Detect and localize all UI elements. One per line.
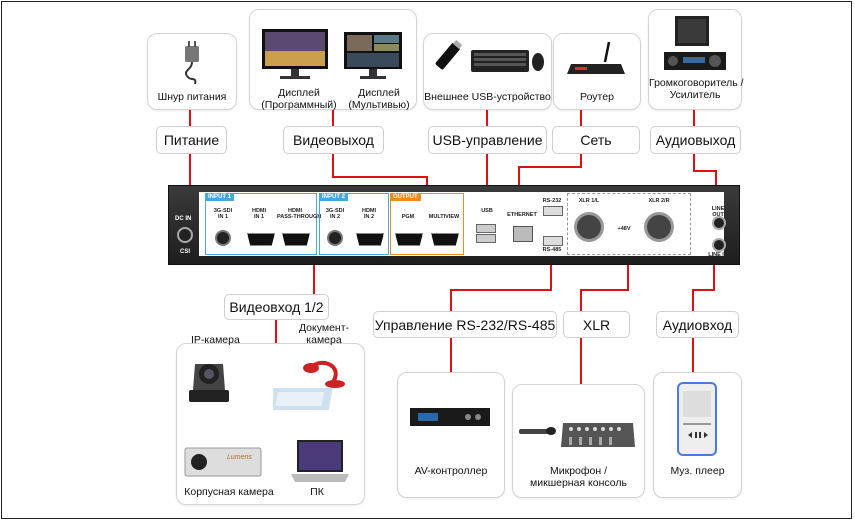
mic-mixer-card: Микрофон / микшерная консоль bbox=[512, 384, 645, 498]
label-power: Питание bbox=[156, 126, 227, 154]
line-out-port bbox=[712, 216, 726, 230]
label-audio-in: Аудиовход bbox=[656, 311, 739, 338]
usb-port-1 bbox=[476, 224, 496, 233]
usb-label: USB bbox=[481, 208, 493, 214]
xlr2-label: XLR 2/R bbox=[648, 198, 670, 204]
document-camera-icon bbox=[273, 360, 345, 410]
mic-mixer-caption: Микрофон / микшерная консоль bbox=[530, 465, 627, 489]
multiview-port bbox=[431, 233, 459, 246]
line-out-label: LINE OUT bbox=[711, 206, 725, 218]
output-tag: OUTPUT bbox=[390, 193, 421, 201]
hdmi2-port bbox=[356, 233, 384, 246]
usb-device-caption: Внешнее USB-устройство bbox=[424, 91, 551, 103]
csi-label: CSI bbox=[180, 249, 191, 255]
speaker-caption: Громкоговоритель / Усилитель bbox=[649, 77, 744, 101]
rs232-label: RS-232 bbox=[542, 198, 562, 204]
power-plug-icon bbox=[185, 41, 199, 84]
av-controller-caption: AV-контроллер bbox=[414, 465, 488, 477]
input1-tag: INPUT 1 bbox=[205, 193, 235, 201]
music-player-card: Муз. плеер bbox=[653, 372, 742, 498]
ip-camera-caption: IP-камера bbox=[191, 334, 240, 346]
hdmi1-port bbox=[247, 233, 275, 246]
multiview-label: MULTIVIEW bbox=[428, 214, 460, 220]
sdi1-label: 3G-SDI IN 1 bbox=[213, 208, 233, 220]
cameras-card: Lumens IP-камера Документ- камера Корпус… bbox=[176, 322, 365, 505]
doc-camera-caption: Документ- камера bbox=[298, 322, 350, 346]
ptz-camera-icon bbox=[189, 364, 229, 402]
amplifier-icon bbox=[664, 52, 726, 70]
xlr1-port bbox=[574, 212, 604, 242]
switcher-rear-panel: DC IN CSI INPUT 1 3G-SDI IN 1 HDMI IN 1 … bbox=[168, 185, 740, 265]
hdmi-pass-port bbox=[282, 233, 310, 246]
label-usb-control: USB-управление bbox=[428, 126, 547, 154]
xlr2-port bbox=[644, 212, 674, 242]
label-audio-out: Аудиовыход bbox=[650, 126, 741, 154]
power-cord-caption: Шнур питания bbox=[157, 91, 227, 103]
ethernet-port bbox=[513, 226, 533, 242]
keyboard-icon bbox=[471, 50, 544, 72]
av-controller-card: AV-контроллер bbox=[397, 372, 505, 498]
rs485-label: RS-485 bbox=[542, 247, 562, 253]
input2-tag: INPUT 2 bbox=[319, 193, 349, 201]
line-in-label: LINE IN bbox=[708, 252, 728, 258]
speaker-card: Громкоговоритель / Усилитель bbox=[648, 9, 744, 110]
phantom-label-1: +48V bbox=[617, 226, 631, 232]
monitor-icon bbox=[344, 32, 402, 79]
input1-group bbox=[205, 193, 317, 255]
usb-port-2 bbox=[476, 234, 496, 243]
box-camera-icon bbox=[184, 447, 262, 477]
input2-group bbox=[319, 193, 389, 255]
av-controller-icon bbox=[410, 408, 490, 426]
usb-device-card: Внешнее USB-устройство bbox=[423, 33, 552, 110]
pc-laptop-icon bbox=[291, 440, 349, 482]
router-caption: Роутер bbox=[580, 91, 614, 103]
mixer-console-icon bbox=[561, 423, 635, 447]
phantom-label-2: +48V bbox=[692, 226, 706, 232]
ethernet-label: ETHERNET bbox=[507, 212, 537, 218]
router-icon bbox=[567, 41, 625, 74]
box-camera-caption: Корпусная камера bbox=[184, 486, 274, 498]
sdi1-port bbox=[215, 230, 231, 246]
rs232-port bbox=[543, 206, 563, 216]
display-multiview-caption: Дисплей (Мультивью) bbox=[348, 87, 410, 111]
label-network: Сеть bbox=[552, 126, 640, 154]
dc-in-port bbox=[177, 227, 193, 243]
label-video-out: Видеовыход bbox=[283, 126, 384, 154]
hdmi-pass-label: HDMI PASS-THROUGH bbox=[277, 208, 322, 220]
hdmi2-label: HDMI IN 2 bbox=[361, 208, 377, 220]
microphone-icon bbox=[519, 427, 556, 435]
music-player-icon bbox=[677, 382, 717, 456]
label-xlr: XLR bbox=[563, 311, 630, 338]
display-program-caption: Дисплей (Программный) bbox=[261, 87, 337, 111]
xlr1-label: XLR 1/L bbox=[578, 198, 600, 204]
usb-stick-icon bbox=[435, 40, 463, 70]
label-rs-control: Управление RS-232/RS-485 bbox=[373, 311, 557, 338]
sdi2-label: 3G-SDI IN 2 bbox=[325, 208, 345, 220]
box-camera-brand: Lumens bbox=[227, 454, 252, 461]
monitor-icon bbox=[262, 29, 328, 79]
speaker-icon bbox=[675, 16, 709, 46]
rs485-port bbox=[543, 236, 563, 246]
label-video-in: Видеовход 1/2 bbox=[224, 294, 329, 320]
dc-in-label: DC IN bbox=[175, 216, 192, 222]
pgm-label: PGM bbox=[401, 214, 415, 220]
hdmi1-label: HDMI IN 1 bbox=[251, 208, 267, 220]
router-card: Роутер bbox=[553, 33, 641, 110]
displays-card: Дисплей (Программный) Дисплей (Мультивью… bbox=[249, 9, 417, 111]
sdi2-port bbox=[327, 230, 343, 246]
line-in-port bbox=[712, 238, 726, 252]
power-cord-card: Шнур питания bbox=[147, 33, 237, 110]
pgm-port bbox=[395, 233, 423, 246]
xlr-group bbox=[567, 193, 691, 255]
output-group bbox=[390, 193, 464, 255]
pc-caption: ПК bbox=[310, 486, 324, 498]
music-player-caption: Муз. плеер bbox=[670, 465, 725, 477]
